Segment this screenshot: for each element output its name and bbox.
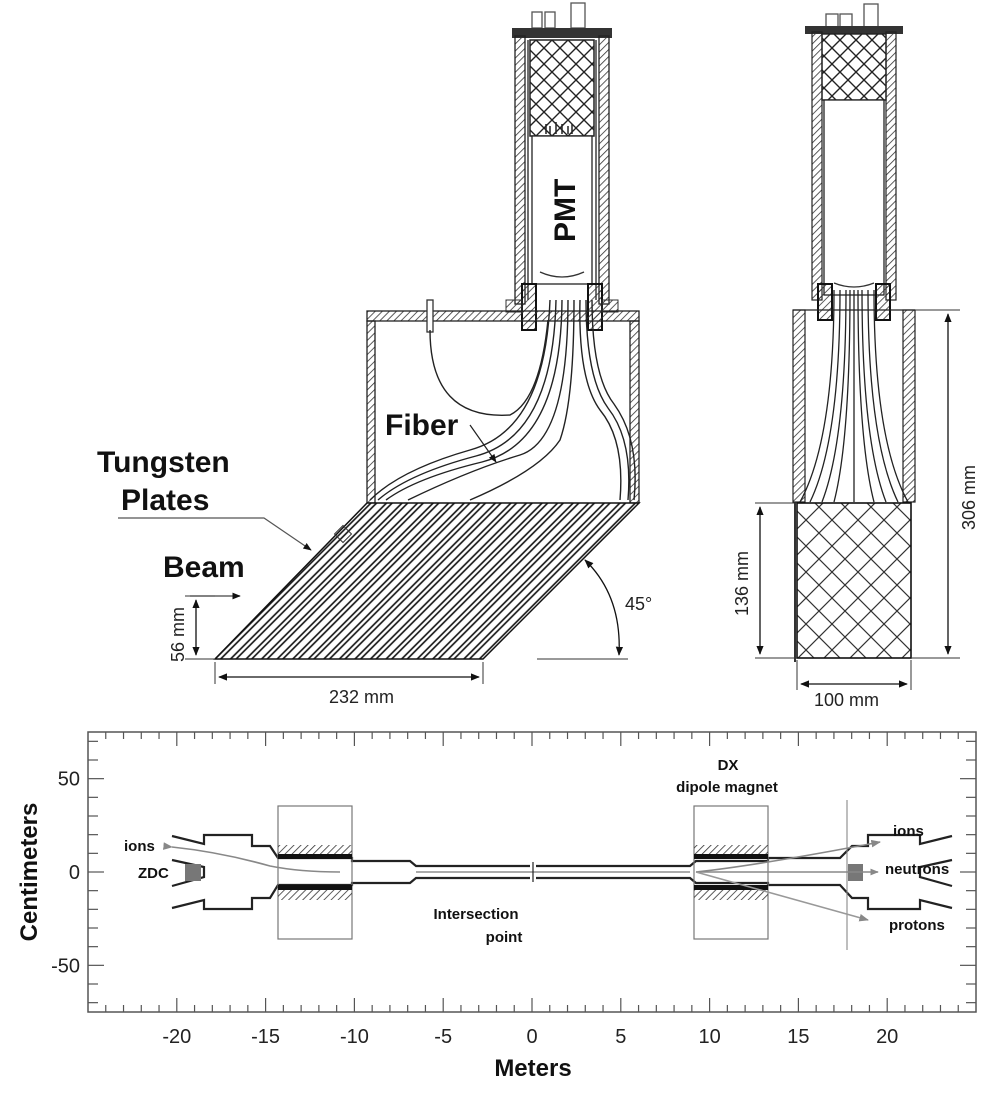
x-axis-label: Meters (494, 1055, 571, 1082)
zdc-left (185, 864, 201, 881)
dimension-100mm: 100 mm (796, 660, 912, 710)
y-axis-label: Centimeters (16, 803, 43, 942)
dim-56-text: 56 mm (168, 607, 188, 662)
dimension-56mm: 56 mm (168, 595, 215, 662)
dim-45-text: 45° (625, 594, 652, 614)
protons-label: protons (889, 917, 945, 934)
dim-100-text: 100 mm (814, 690, 879, 710)
x-tick-label: 10 (698, 1026, 720, 1048)
pmt-label: PMT (549, 179, 582, 242)
front-view-detector: 306 mm 136 mm 100 mm (732, 3, 979, 710)
ions-left-label: ions (124, 838, 155, 855)
beam-pipe (171, 833, 953, 911)
fiber-label: Fiber (385, 409, 459, 442)
dim-136-text: 136 mm (732, 551, 752, 616)
beam-label: Beam (163, 551, 245, 584)
dimension-232mm: 232 mm (214, 662, 484, 707)
fibers-front (799, 289, 909, 503)
dx-label: DX (718, 757, 739, 774)
plates-label: Plates (121, 484, 209, 517)
y-tick-label: 0 (69, 862, 80, 884)
point-label: point (486, 929, 523, 946)
side-view-detector: PMT Fiber (97, 2, 652, 707)
y-tick-label: 50 (58, 769, 80, 791)
y-tick-label: -50 (51, 955, 80, 977)
pmt-housing: PMT (505, 2, 619, 331)
x-tick-label: 0 (526, 1026, 537, 1048)
tungsten-plates (213, 502, 641, 660)
x-tick-label: -15 (251, 1026, 280, 1048)
x-axis-ticks (105, 732, 959, 1012)
intersection-label: Intersection (433, 906, 518, 923)
tungsten-label: Tungsten (97, 446, 230, 479)
dim-306-text: 306 mm (959, 465, 979, 530)
dim-232-text: 232 mm (329, 687, 394, 707)
dipole-magnet-label: dipole magnet (676, 779, 778, 796)
x-tick-label: -5 (434, 1026, 452, 1048)
dimension-136mm: 136 mm (732, 502, 797, 659)
zdc-label: ZDC (138, 865, 169, 882)
x-tick-label: 15 (787, 1026, 809, 1048)
ions-right-label: ions (893, 823, 924, 840)
x-tick-label: -10 (340, 1026, 369, 1048)
x-tick-label: 5 (615, 1026, 626, 1048)
magnet-left (277, 805, 353, 940)
y-axis-ticks (88, 740, 976, 1004)
neutrons-label: neutrons (885, 861, 949, 878)
dimension-306mm: 306 mm (911, 309, 979, 659)
x-tick-label: 20 (876, 1026, 898, 1048)
dimension-45deg: 45° (537, 559, 652, 660)
x-tick-label: -20 (162, 1026, 191, 1048)
